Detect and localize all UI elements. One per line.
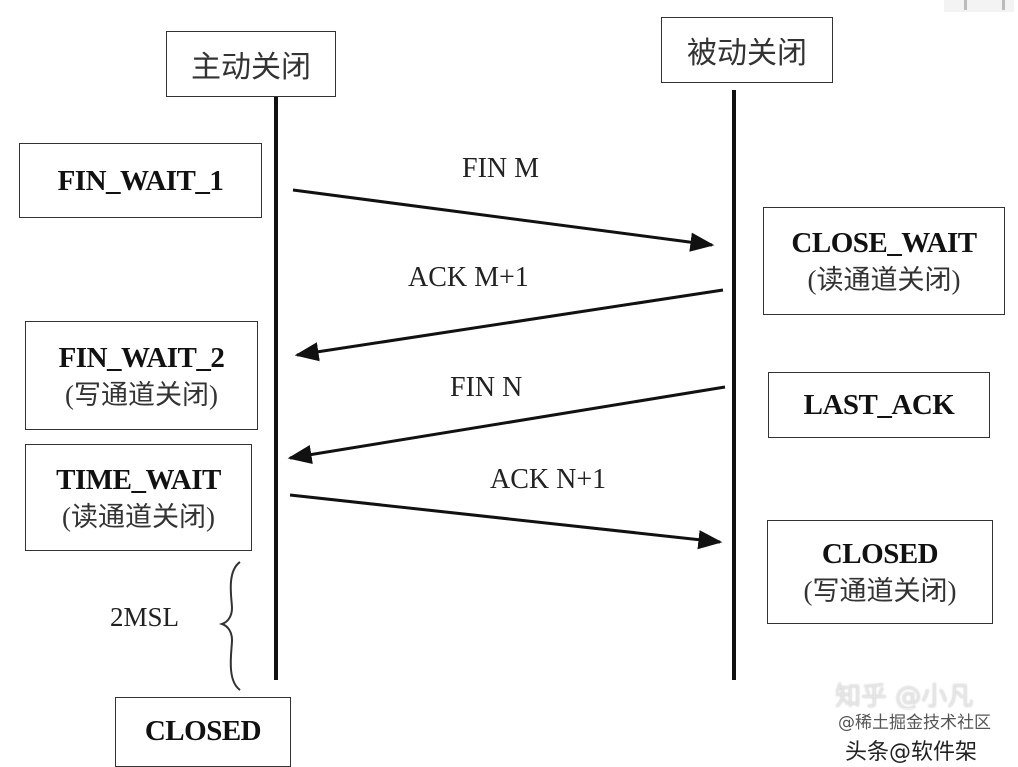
arrow-fin-m xyxy=(292,188,715,252)
state-closed-right: CLOSED (写通道关闭) xyxy=(767,520,993,624)
state-name: LAST_ACK xyxy=(803,389,955,421)
arrow-ack-m1 xyxy=(294,288,724,362)
active-close-label: 主动关闭 xyxy=(191,51,311,84)
state-note: (写通道关闭) xyxy=(803,576,957,606)
state-time-wait: TIME_WAIT (读通道关闭) xyxy=(25,444,252,551)
watermark-juejin: @稀土掘金技术社区 xyxy=(838,708,991,733)
message-fin-n: FIN N xyxy=(450,372,523,403)
arrow-fin-n xyxy=(287,385,726,464)
message-ack-m1: ACK M+1 xyxy=(408,262,529,293)
state-name: FIN_WAIT_1 xyxy=(57,164,224,197)
active-close-header: 主动关闭 xyxy=(166,31,336,97)
arrow-ack-n1 xyxy=(289,493,723,550)
state-note: (写通道关闭) xyxy=(65,379,218,410)
state-name: CLOSED xyxy=(821,538,939,570)
timer-2msl-label: 2MSL xyxy=(110,602,180,632)
watermark-toutiao: 头条@软件架 xyxy=(845,740,978,765)
time-wait-brace xyxy=(218,561,241,691)
passive-close-header: 被动关闭 xyxy=(661,17,833,83)
state-name: CLOSE_WAIT xyxy=(791,227,977,259)
state-note: (读通道关闭) xyxy=(807,265,961,295)
state-name: FIN_WAIT_2 xyxy=(58,341,225,374)
state-note: (读通道关闭) xyxy=(62,501,215,532)
message-fin-m: FIN M xyxy=(462,153,540,184)
state-name: CLOSED xyxy=(144,715,262,747)
state-fin-wait-2: FIN_WAIT_2 (写通道关闭) xyxy=(25,321,258,430)
state-fin-wait-1: FIN_WAIT_1 xyxy=(19,143,262,218)
state-closed-left: CLOSED xyxy=(115,697,291,767)
watermark-zhihu: 知乎 @小凡 xyxy=(835,682,974,712)
state-name: TIME_WAIT xyxy=(56,463,221,496)
corner-artifact xyxy=(944,0,1014,12)
message-ack-n1: ACK N+1 xyxy=(490,464,607,495)
passive-close-label: 被动关闭 xyxy=(687,37,807,70)
state-close-wait: CLOSE_WAIT (读通道关闭) xyxy=(763,207,1005,315)
state-last-ack: LAST_ACK xyxy=(768,372,990,438)
